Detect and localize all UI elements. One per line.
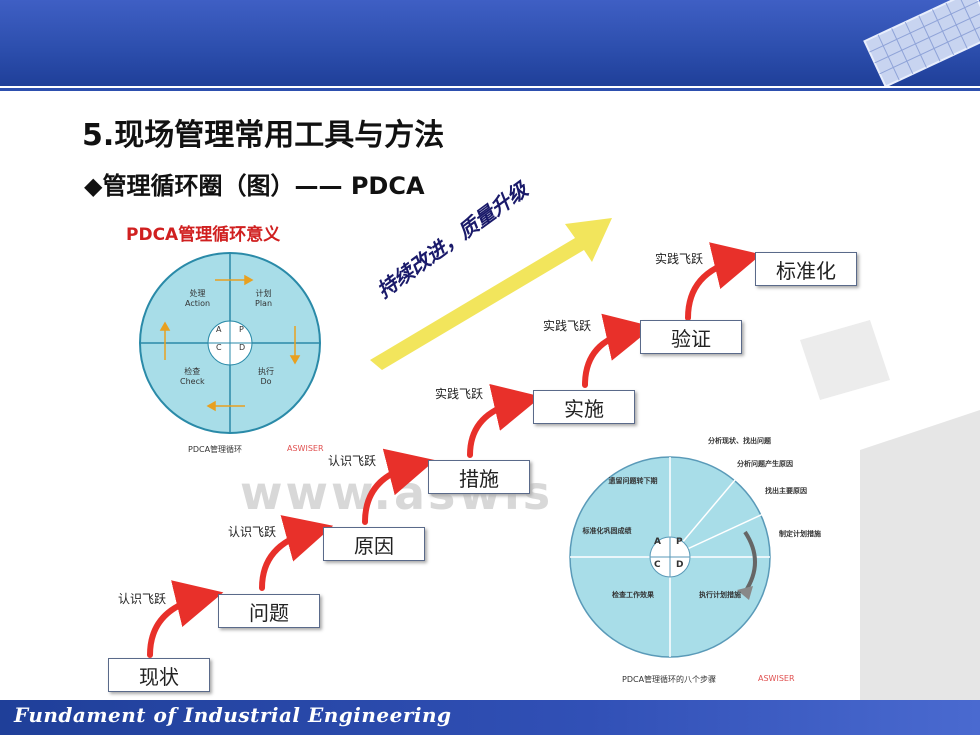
step-box-2: 问题 [218, 594, 320, 628]
big-yellow-arrow [370, 218, 612, 370]
page-title: 5.现场管理常用工具与方法 [82, 118, 445, 153]
eight-step-4-label: 制定计划措施 [779, 530, 821, 538]
step-box-4: 措施 [428, 460, 530, 494]
step-box-6: 验证 [640, 320, 742, 354]
eight-step-7-label: 标准化巩固成绩 [582, 527, 632, 535]
eight-step-2-label: 分析问题产生原因 [737, 460, 793, 468]
eight-step-1-label: 分析现状、找出问题 [708, 437, 771, 445]
letter-a: A [216, 325, 222, 334]
leap-label-4: 实践飞跃 [435, 387, 484, 401]
header-divider [0, 88, 980, 91]
pdca-meaning-circle [139, 252, 321, 434]
letter-d: D [239, 343, 246, 352]
leap-label-5: 实践飞跃 [543, 319, 592, 333]
leap-label-6: 实践飞跃 [655, 252, 704, 266]
step-box-3: 原因 [323, 527, 425, 561]
letter-p: P [239, 325, 244, 334]
step-box-5: 实施 [533, 390, 635, 424]
leap-label-3: 认识飞跃 [328, 454, 377, 468]
pdca-meaning-brand: ASWISER [287, 444, 324, 453]
eight-letter-c: C [654, 560, 661, 570]
keyboard-decoration [863, 0, 980, 86]
footer-text: Fundament of Industrial Engineering [14, 703, 452, 727]
eight-step-5-label: 执行计划措施 [699, 591, 741, 599]
eight-step-6-label: 检查工作效果 [612, 591, 654, 599]
step-box-7: 标准化 [755, 252, 857, 286]
pdca-meaning-heading: PDCA管理循环意义 [126, 225, 281, 245]
letter-c: C [216, 343, 222, 352]
eight-letter-p: P [676, 537, 683, 547]
eight-steps-caption: PDCA管理循环的八个步骤 [622, 675, 717, 684]
subtitle: ◆管理循环圈（图）—— PDCA [84, 166, 425, 201]
step-box-1: 现状 [108, 658, 210, 692]
eight-steps-brand: ASWISER [758, 674, 795, 683]
eight-steps-circle [569, 456, 771, 658]
decorative-i-logo [800, 320, 980, 700]
leap-label-2: 认识飞跃 [228, 525, 277, 539]
footer-band [0, 700, 980, 735]
diamond-bullet-icon: ◆ [84, 172, 103, 200]
subtitle-text: 管理循环圈（图）—— PDCA [102, 172, 425, 200]
eight-step-3-label: 找出主要原因 [765, 487, 807, 495]
header-band [0, 0, 980, 86]
pdca-meaning-caption: PDCA管理循环 [188, 445, 243, 454]
eight-letter-d: D [676, 560, 684, 570]
leap-label-1: 认识飞跃 [118, 592, 167, 606]
eight-step-8-label: 遗留问题转下期 [608, 477, 658, 485]
eight-letter-a: A [654, 537, 661, 547]
